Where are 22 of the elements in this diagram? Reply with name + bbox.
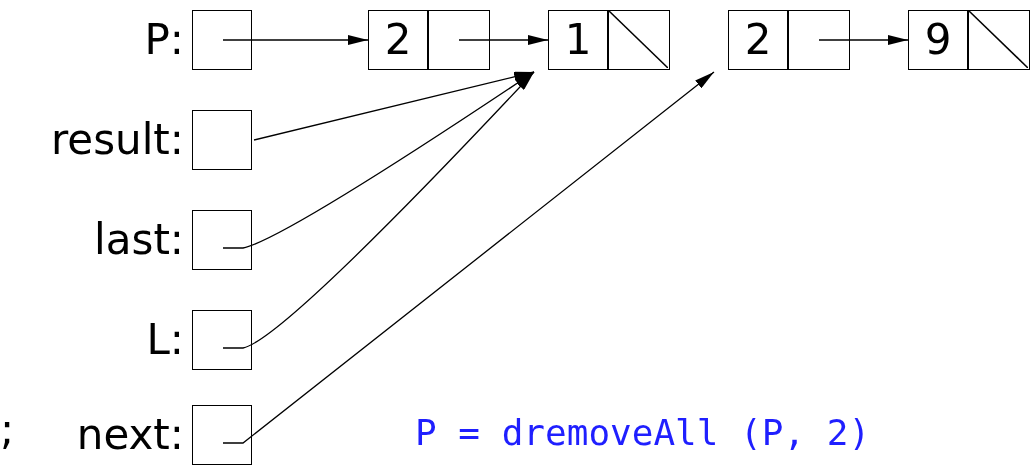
list-node (548, 10, 670, 70)
pointer-arrow (222, 71, 715, 444)
variable-name: L: (146, 319, 184, 361)
value-cell: 2 (728, 10, 788, 70)
semicolon-mark: ; (0, 405, 15, 454)
pointer-arrow (818, 35, 909, 45)
variable-name: result: (51, 119, 184, 161)
pointer-arrow (222, 71, 535, 349)
value-cell: 2 (368, 10, 428, 70)
pointer-arrow (458, 35, 549, 45)
pointer-arrow (222, 35, 369, 45)
list-node (728, 10, 850, 70)
variable-name: last: (94, 219, 184, 261)
list-node (908, 10, 1030, 70)
value-cell: 9 (908, 10, 968, 70)
pointer-arrow (222, 71, 535, 249)
list-node (368, 10, 490, 70)
pointer-arrow (253, 71, 535, 141)
code-caption: P = dremoveAll (P, 2) (415, 412, 871, 453)
variable-name: next: (76, 414, 184, 456)
variable-name: P: (144, 19, 184, 61)
value-cell: 1 (548, 10, 608, 70)
